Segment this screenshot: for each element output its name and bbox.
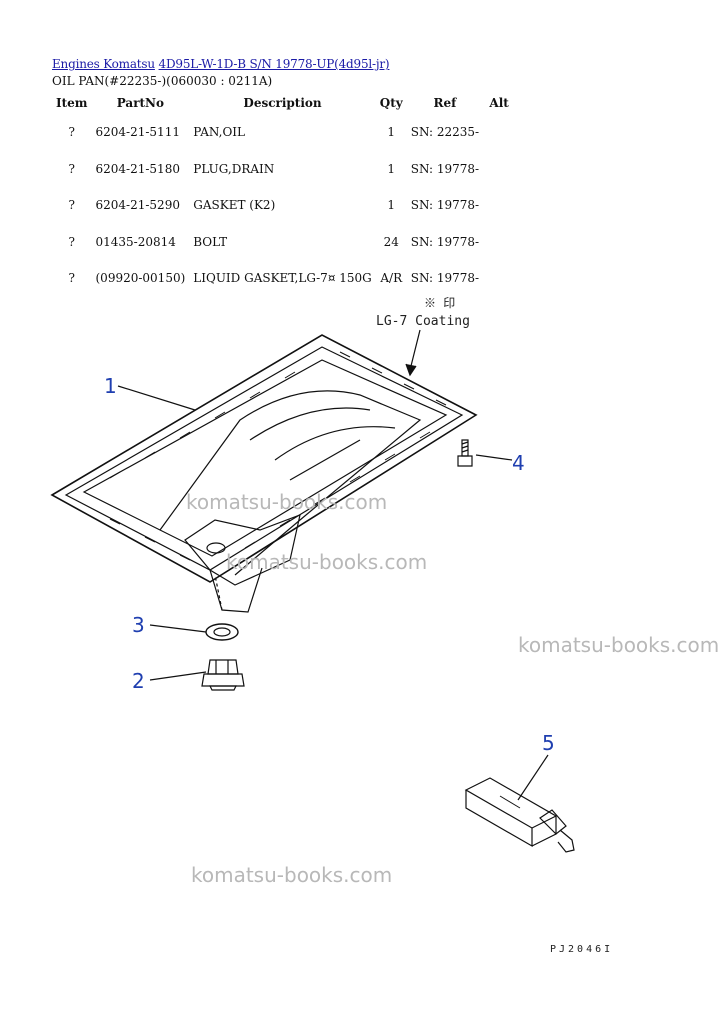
header-ref: Ref xyxy=(433,96,457,110)
table-row: ? 6204-21-5111 PAN,OIL 1 SN: 22235- xyxy=(52,114,515,151)
callout-5: 5 xyxy=(542,731,555,755)
cell-partno: (09920-00150) xyxy=(95,271,186,286)
breadcrumb-link-engines[interactable]: Engines Komatsu xyxy=(52,57,155,71)
cell-qty: 1 xyxy=(387,161,396,176)
cell-description: GASKET (K2) xyxy=(193,198,276,213)
gasket-drawing xyxy=(205,623,239,641)
cell-qty: 1 xyxy=(387,125,396,140)
cell-item: ? xyxy=(68,198,75,213)
table-header-row: Item PartNo Description Qty Ref Alt xyxy=(52,92,515,114)
drain-plug-drawing xyxy=(201,659,245,691)
watermark: komatsu-books.com xyxy=(226,550,428,574)
bolt-drawing xyxy=(457,439,473,467)
cell-alt xyxy=(483,187,515,224)
header-item: Item xyxy=(56,96,88,110)
cell-description: LIQUID GASKET,LG-7¤ 150G xyxy=(193,271,372,286)
header-description: Description xyxy=(243,96,322,110)
parts-diagram: ※ 印 LG-7 Coating 1 2 3 4 5 xyxy=(50,296,575,853)
callout-4: 4 xyxy=(512,451,525,475)
cell-partno: 6204-21-5290 xyxy=(95,198,180,213)
cell-qty: A/R xyxy=(380,271,403,286)
cell-partno: 01435-20814 xyxy=(95,234,176,249)
callout-3: 3 xyxy=(132,613,145,637)
callout-2: 2 xyxy=(132,669,145,693)
cell-item: ? xyxy=(68,161,75,176)
cell-partno: 6204-21-5180 xyxy=(95,161,180,176)
header-alt: Alt xyxy=(489,96,509,110)
table-row: ? (09920-00150) LIQUID GASKET,LG-7¤ 150G… xyxy=(52,260,515,297)
cell-alt xyxy=(483,151,515,188)
cell-item: ? xyxy=(68,125,75,140)
header-qty: Qty xyxy=(379,96,403,110)
cell-description: BOLT xyxy=(193,234,228,249)
cell-ref: SN: 19778- xyxy=(410,271,480,286)
table-row: ? 6204-21-5180 PLUG,DRAIN 1 SN: 19778- xyxy=(52,151,515,188)
coating-symbols: ※ 印 xyxy=(424,296,455,310)
coating-label: ※ 印 LG-7 Coating xyxy=(376,296,470,329)
cell-alt xyxy=(483,224,515,261)
table-row: ? 01435-20814 BOLT 24 SN: 19778- xyxy=(52,224,515,261)
watermark: komatsu-books.com xyxy=(191,863,393,887)
figure-code: PJ2046I xyxy=(550,944,614,955)
breadcrumb: Engines Komatsu 4D95L-W-1D-B S/N 19778-U… xyxy=(52,57,390,71)
cell-item: ? xyxy=(68,234,75,249)
parts-table: Item PartNo Description Qty Ref Alt ? 62… xyxy=(52,92,515,297)
callout-1: 1 xyxy=(104,374,117,398)
table-row: ? 6204-21-5290 GASKET (K2) 1 SN: 19778- xyxy=(52,187,515,224)
cell-ref: SN: 19778- xyxy=(410,198,480,213)
breadcrumb-link-model[interactable]: 4D95L-W-1D-B S/N 19778-UP(4d95l-jr) xyxy=(158,57,390,71)
cell-qty: 1 xyxy=(387,198,396,213)
watermark: komatsu-books.com xyxy=(518,633,720,657)
liquid-gasket-tube-drawing xyxy=(464,777,575,853)
cell-item: ? xyxy=(68,271,75,286)
watermark: komatsu-books.com xyxy=(186,490,388,514)
cell-ref: SN: 22235- xyxy=(410,125,480,140)
page-subtitle: OIL PAN(#22235-)(060030 : 0211A) xyxy=(52,74,273,88)
cell-partno: 6204-21-5111 xyxy=(95,125,180,140)
cell-qty: 24 xyxy=(383,234,399,249)
cell-alt xyxy=(483,114,515,151)
coating-text: LG-7 Coating xyxy=(376,314,470,329)
cell-ref: SN: 19778- xyxy=(410,161,480,176)
oil-pan-drawing xyxy=(50,334,478,613)
header-partno: PartNo xyxy=(116,96,165,110)
cell-ref: SN: 19778- xyxy=(410,234,480,249)
cell-description: PLUG,DRAIN xyxy=(193,161,275,176)
cell-description: PAN,OIL xyxy=(193,125,245,140)
